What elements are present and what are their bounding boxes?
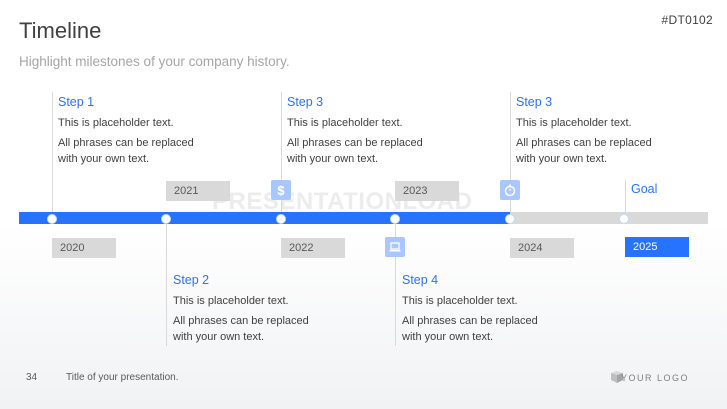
step-title: Step 4 <box>402 273 439 287</box>
step-text: This is placeholder text. <box>516 117 632 129</box>
step-text: with your own text. <box>287 153 379 165</box>
step-text: with your own text. <box>516 153 608 165</box>
connector-line <box>166 222 167 346</box>
timeline-remaining-bar <box>510 212 708 224</box>
step-text: All phrases can be replaced <box>173 315 309 327</box>
timeline-dot <box>47 213 57 224</box>
timeline-dot <box>619 213 629 224</box>
step-text: All phrases can be replaced <box>516 137 652 149</box>
stopwatch-icon <box>500 180 520 200</box>
slide-code: #DT0102 <box>661 13 713 27</box>
connector-line <box>510 92 511 214</box>
connector-line <box>52 92 53 214</box>
goal-label: Goal <box>631 182 658 196</box>
step-text: with your own text. <box>173 331 265 343</box>
step-title: Step 3 <box>516 95 553 109</box>
logo-icon <box>611 371 623 383</box>
step-block: Step 3 This is placeholder text. All phr… <box>516 94 716 167</box>
timeline-dot <box>505 213 515 224</box>
year-label-2020: 2020 <box>52 238 116 258</box>
year-label-2024: 2024 <box>510 238 574 258</box>
page-number: 34 <box>26 372 38 383</box>
step-text: All phrases can be replaced <box>402 315 538 327</box>
footer-text: Title of your presentation. <box>66 372 179 383</box>
year-label-2021: 2021 <box>166 181 230 201</box>
logo-text: YOUR LOGO <box>620 373 689 383</box>
step-block: Step 2 This is placeholder text. All phr… <box>173 272 373 345</box>
step-text: All phrases can be replaced <box>58 137 194 149</box>
timeline-progress-bar <box>19 212 510 224</box>
laptop-icon <box>385 237 405 257</box>
step-block: Step 3 This is placeholder text. All phr… <box>287 94 487 167</box>
step-text: This is placeholder text. <box>58 117 174 129</box>
step-text: with your own text. <box>58 153 150 165</box>
connector-line <box>625 180 626 214</box>
step-text: All phrases can be replaced <box>287 137 423 149</box>
step-block: Step 1 This is placeholder text. All phr… <box>58 94 258 167</box>
timeline-dot <box>161 213 171 224</box>
year-label-2025: 2025 <box>625 237 689 257</box>
slide-title: Timeline <box>19 18 102 43</box>
timeline-dot <box>390 213 400 224</box>
step-text: This is placeholder text. <box>173 295 289 307</box>
step-title: Step 2 <box>173 273 210 287</box>
dollar-icon: $ <box>271 180 291 200</box>
slide-subtitle: Highlight milestones of your company his… <box>19 54 290 69</box>
connector-line <box>281 92 282 214</box>
step-text: This is placeholder text. <box>402 295 518 307</box>
step-title: Step 1 <box>58 95 95 109</box>
step-block: Step 4 This is placeholder text. All phr… <box>402 272 602 345</box>
step-text: with your own text. <box>402 331 494 343</box>
step-text: This is placeholder text. <box>287 117 403 129</box>
timeline-dot <box>276 213 286 224</box>
year-label-2022: 2022 <box>281 238 345 258</box>
connector-line <box>395 222 396 346</box>
step-title: Step 3 <box>287 95 324 109</box>
year-label-2023: 2023 <box>395 181 459 201</box>
